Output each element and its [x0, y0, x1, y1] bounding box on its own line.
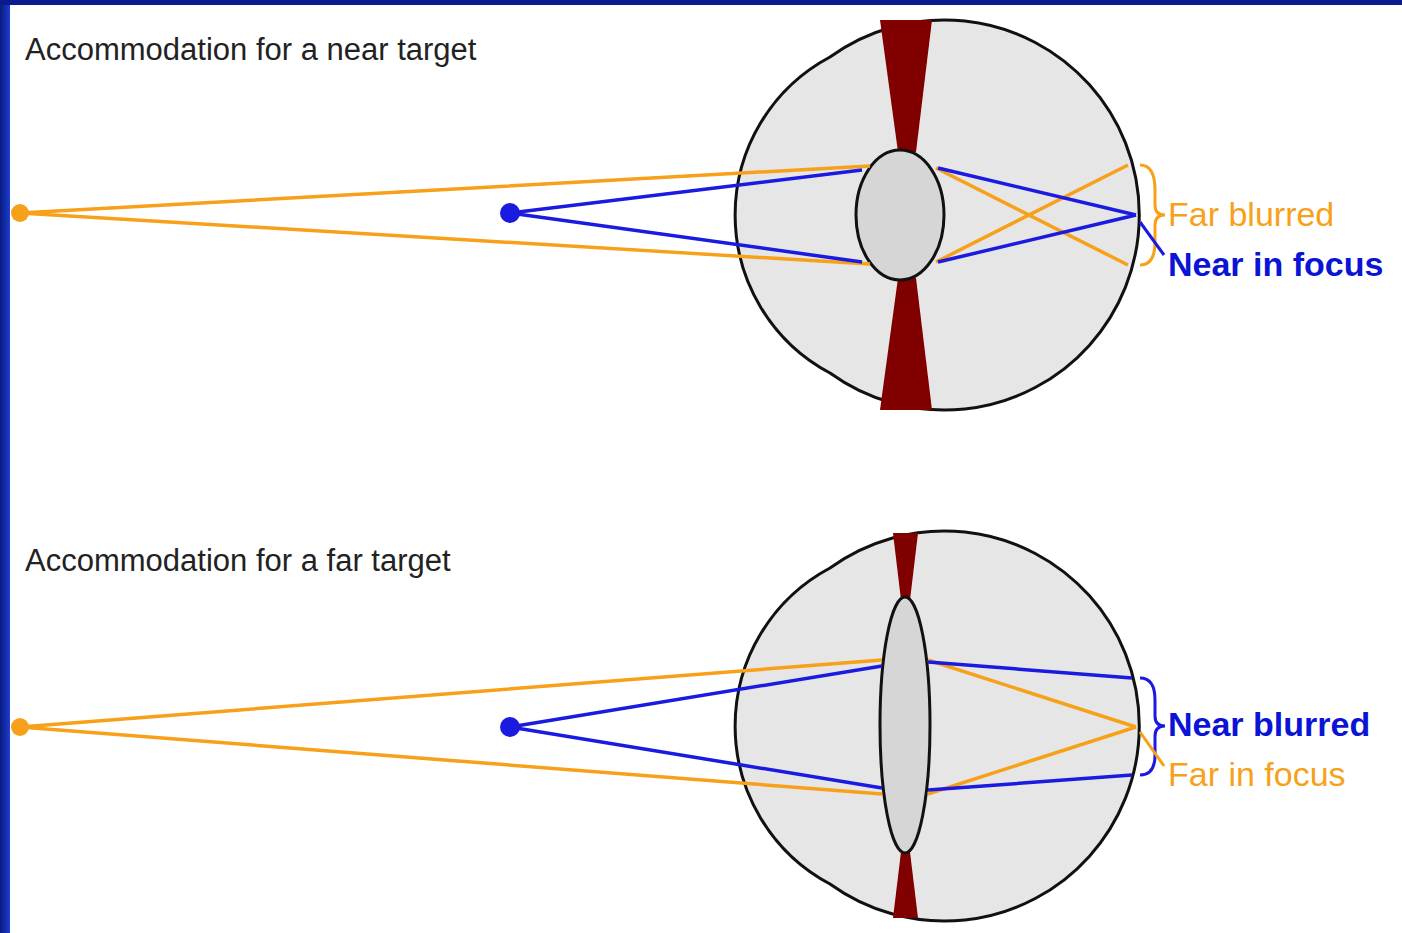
- slide-edge: [0, 0, 10, 933]
- slide-edge: [0, 0, 1402, 5]
- panel-heading: Accommodation for a near target: [25, 33, 476, 67]
- focus-label: Near in focus: [1168, 246, 1383, 283]
- eye-far: [11, 531, 1165, 921]
- eye-near: [11, 20, 1165, 410]
- focus-label: Far in focus: [1168, 756, 1346, 793]
- focus-label: Far blurred: [1168, 196, 1334, 233]
- slide-background: [10, 5, 1402, 933]
- focus-label: Near blurred: [1168, 706, 1370, 743]
- panel-heading: Accommodation for a far target: [25, 544, 451, 578]
